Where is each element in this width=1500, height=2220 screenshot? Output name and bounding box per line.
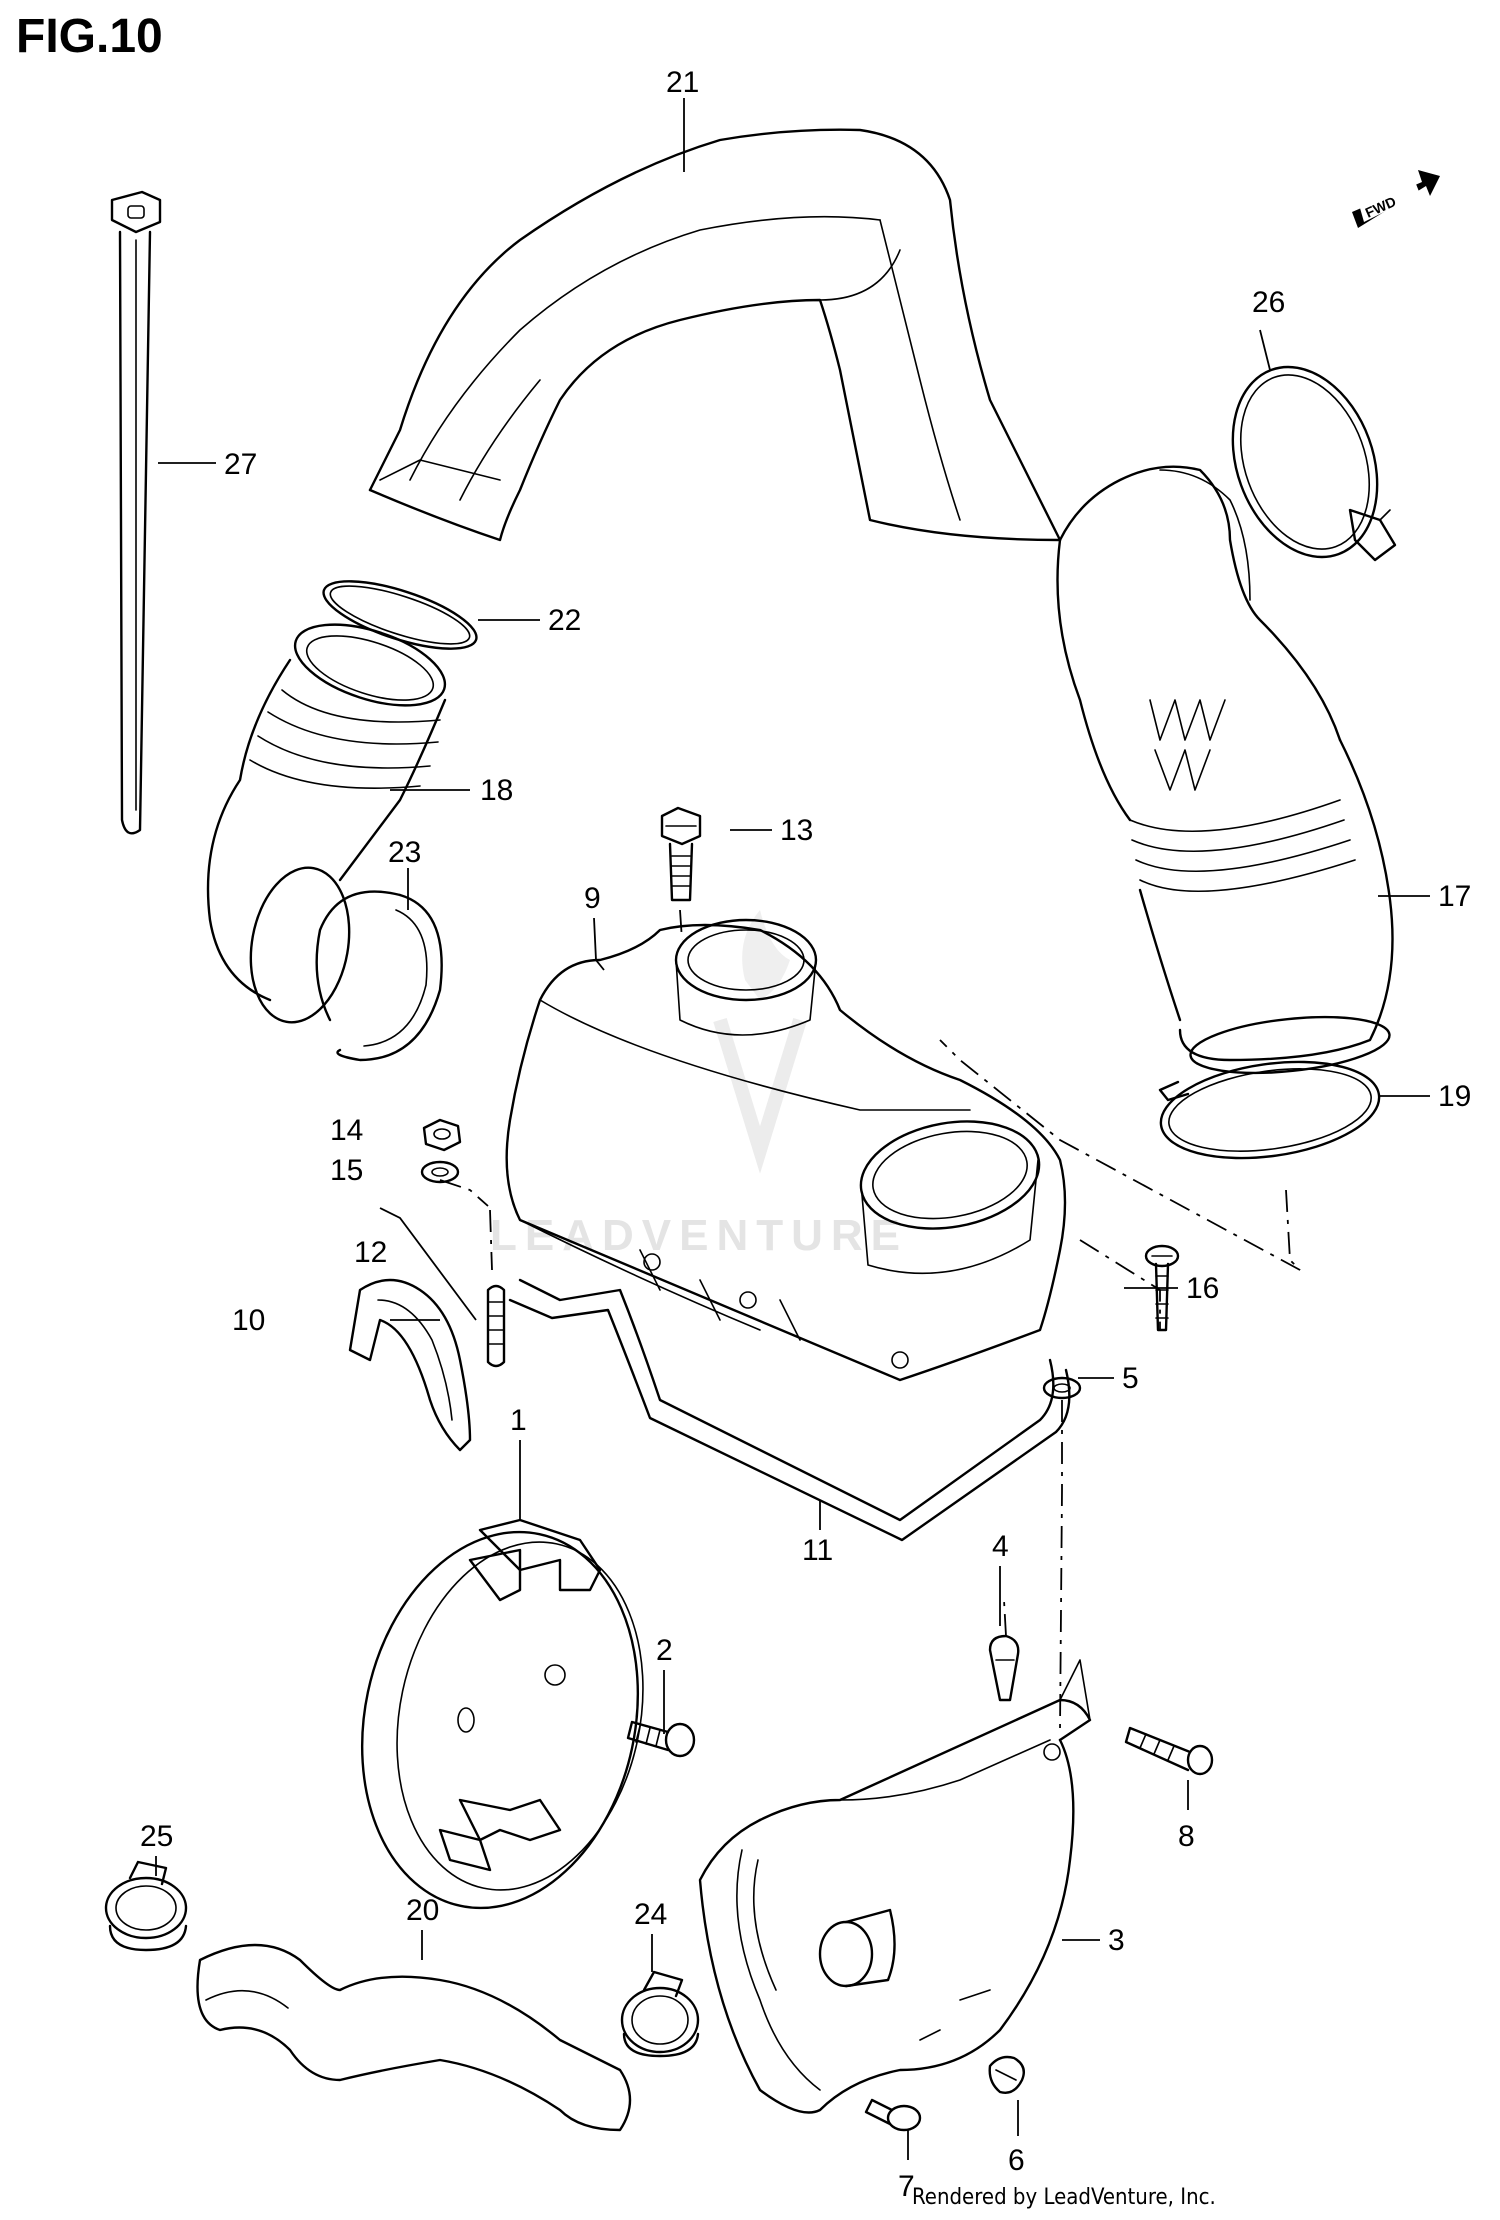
- callout-16: 16: [1186, 1272, 1219, 1305]
- callout-8: 8: [1178, 1820, 1195, 1853]
- leader-lines: [155, 98, 1430, 2160]
- seal-gasket-part: [508, 1278, 1071, 1542]
- callout-17: 17: [1438, 880, 1471, 913]
- render-credit: Rendered by LeadVenture, Inc.: [912, 2185, 1216, 2210]
- callout-25: 25: [140, 1820, 173, 1853]
- bolt-13-part: [660, 806, 702, 902]
- callout-13: 13: [780, 814, 813, 847]
- element-1-part: [360, 1518, 644, 1910]
- callout-2: 2: [656, 1634, 673, 1667]
- figure-title: FIG.10: [16, 10, 163, 63]
- band-clamp-part: [315, 890, 443, 1062]
- callout-4: 4: [992, 1530, 1009, 1563]
- callout-23: 23: [388, 836, 421, 869]
- callout-1: 1: [510, 1404, 527, 1437]
- hose-20-part: [196, 1943, 632, 2132]
- hose-clip-25-part: [104, 1860, 188, 1952]
- callout-12: 12: [354, 1236, 387, 1269]
- forward-direction-badge: FWD: [1352, 170, 1440, 228]
- plug-6-part: [988, 2055, 1025, 2094]
- callout-22: 22: [548, 604, 581, 637]
- screw-2-part: [626, 1720, 696, 1758]
- screw-7-part: [864, 2098, 922, 2132]
- screw-16-part: [1144, 1244, 1180, 1332]
- drain-tube-4-part: [988, 1634, 1020, 1702]
- intake-duct-part: [368, 128, 1062, 542]
- cable-tie-part: [110, 190, 162, 835]
- callout-14: 14: [330, 1114, 363, 1147]
- clamp-band-part: [1158, 1060, 1381, 1160]
- screw-8-part: [1124, 1726, 1214, 1776]
- callout-21: 21: [666, 66, 699, 99]
- bellows-hose-part: [1056, 465, 1394, 1075]
- washer-5-part: [1042, 1376, 1082, 1400]
- callout-7: 7: [898, 2170, 915, 2203]
- watermark: LEADVENTURE: [490, 910, 900, 1260]
- callout-26: 26: [1252, 286, 1285, 319]
- air-box-cover-part: [505, 918, 1067, 1382]
- callout-19: 19: [1438, 1080, 1471, 1113]
- callout-6: 6: [1008, 2144, 1025, 2177]
- fwd-text: FWD: [1363, 193, 1399, 221]
- callout-labels: 21 27 22 26 18 23 17 13 9 19 14 15 12 10…: [140, 66, 1471, 2203]
- washer-15-part: [420, 1160, 460, 1184]
- callout-11: 11: [802, 1534, 833, 1567]
- air-box-case-part: [698, 1659, 1092, 2114]
- callout-18: 18: [480, 774, 513, 807]
- callout-27: 27: [224, 448, 257, 481]
- hose-clip-24-part: [620, 1970, 700, 2058]
- nut-14-part: [422, 1118, 462, 1152]
- stud-12-part: [486, 1284, 506, 1368]
- gasket-ring-part: [322, 580, 478, 650]
- callout-15: 15: [330, 1154, 363, 1187]
- assembly-lines: [439, 909, 1301, 1731]
- callout-20: 20: [406, 1894, 439, 1927]
- callout-24: 24: [634, 1898, 667, 1931]
- bellows-elbow-part: [206, 623, 447, 1024]
- callout-5: 5: [1122, 1362, 1139, 1395]
- screw-clamp-part: [1231, 365, 1397, 562]
- callout-3: 3: [1108, 1924, 1125, 1957]
- bracket-10-part: [348, 1278, 472, 1452]
- callout-9: 9: [584, 882, 601, 915]
- callout-10: 10: [232, 1304, 265, 1337]
